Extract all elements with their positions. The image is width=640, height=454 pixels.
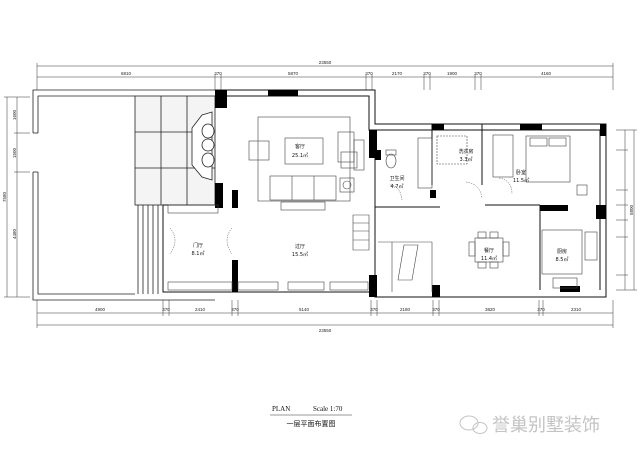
dim-label: 5140 <box>299 307 310 312</box>
room-bedroom-name: 卧室 <box>516 169 526 176</box>
dim-label: 2180 <box>400 307 411 312</box>
dim-label: 370 <box>474 71 482 76</box>
dim-label: 370 <box>365 71 373 76</box>
room-labels: 客厅 25.1㎡ 门厅 8.1㎡ 过厅 15.5㎡ 卫生间 4.7㎡ 洗衣房 3… <box>192 143 569 263</box>
dim-label: 370 <box>423 71 431 76</box>
dim-label: 4900 <box>95 307 106 312</box>
dim-label: 370 <box>370 307 378 312</box>
dim-label: 370 <box>162 307 170 312</box>
wall-columns <box>215 90 606 297</box>
dim-label: 4160 <box>541 71 552 76</box>
room-bathroom-area: 4.7㎡ <box>391 183 404 190</box>
room-living-name: 客厅 <box>295 143 305 150</box>
dim-label: 3820 <box>485 307 496 312</box>
room-dining-area: 11.4㎡ <box>481 255 497 262</box>
dim-label: 1900 <box>447 71 458 76</box>
room-bathroom-name: 卫生间 <box>389 175 404 182</box>
left-dimensions <box>4 96 30 298</box>
dim-label: 1600 <box>12 109 17 120</box>
watermark-text: 誉巢别墅装饰 <box>492 415 600 436</box>
room-foyer-area: 8.1㎡ <box>192 250 205 257</box>
walls <box>162 89 607 298</box>
wechat-logo-icon <box>459 415 488 434</box>
room-dining-name: 餐厅 <box>484 247 494 254</box>
room-kitchen-area: 8.5㎡ <box>556 256 569 263</box>
dim-label: 370 <box>214 71 222 76</box>
plan-title: 一层平面布置图 <box>287 419 336 428</box>
door-swings <box>169 177 513 255</box>
dim-label: 2310 <box>571 307 582 312</box>
dim-label: 370 <box>537 307 545 312</box>
left-total-dim: 7580 <box>2 191 7 202</box>
dim-label: 4480 <box>12 228 17 239</box>
dim-label: 2170 <box>392 71 403 76</box>
room-foyer-name: 门厅 <box>193 242 203 249</box>
top-dimensions <box>36 63 614 90</box>
plan-label: PLAN <box>272 405 290 413</box>
scale-label: Scale 1:70 <box>313 405 343 413</box>
bottom-segment-labels: 4900 370 2410 370 5140 370 2180 370 3820… <box>95 307 582 312</box>
dim-label: 1500 <box>12 147 17 158</box>
dim-label: 370 <box>231 307 239 312</box>
dim-label: 6810 <box>121 71 132 76</box>
dim-label: 2410 <box>195 307 206 312</box>
room-kitchen-name: 厨房 <box>557 248 567 255</box>
room-living-area: 25.1㎡ <box>292 152 308 159</box>
dim-label: 5870 <box>288 71 299 76</box>
bottom-total-dim: 23550 <box>319 328 332 333</box>
right-total-dim: 5800 <box>629 204 634 215</box>
top-total-dim: 23550 <box>319 60 332 65</box>
top-segment-labels: 6810 370 5870 370 2170 370 1900 370 4160 <box>121 71 552 76</box>
bottom-dimensions <box>36 300 614 328</box>
room-laundry-name: 洗衣房 <box>458 148 473 155</box>
furniture <box>167 116 598 292</box>
right-dimensions <box>616 129 637 291</box>
room-laundry-area: 3.3㎡ <box>460 156 473 163</box>
dim-label: 370 <box>432 307 440 312</box>
room-hall-name: 过厅 <box>295 243 305 250</box>
yard <box>32 89 216 301</box>
room-bedroom-area: 11.5㎡ <box>513 177 529 184</box>
room-hall-area: 15.5㎡ <box>292 251 308 258</box>
